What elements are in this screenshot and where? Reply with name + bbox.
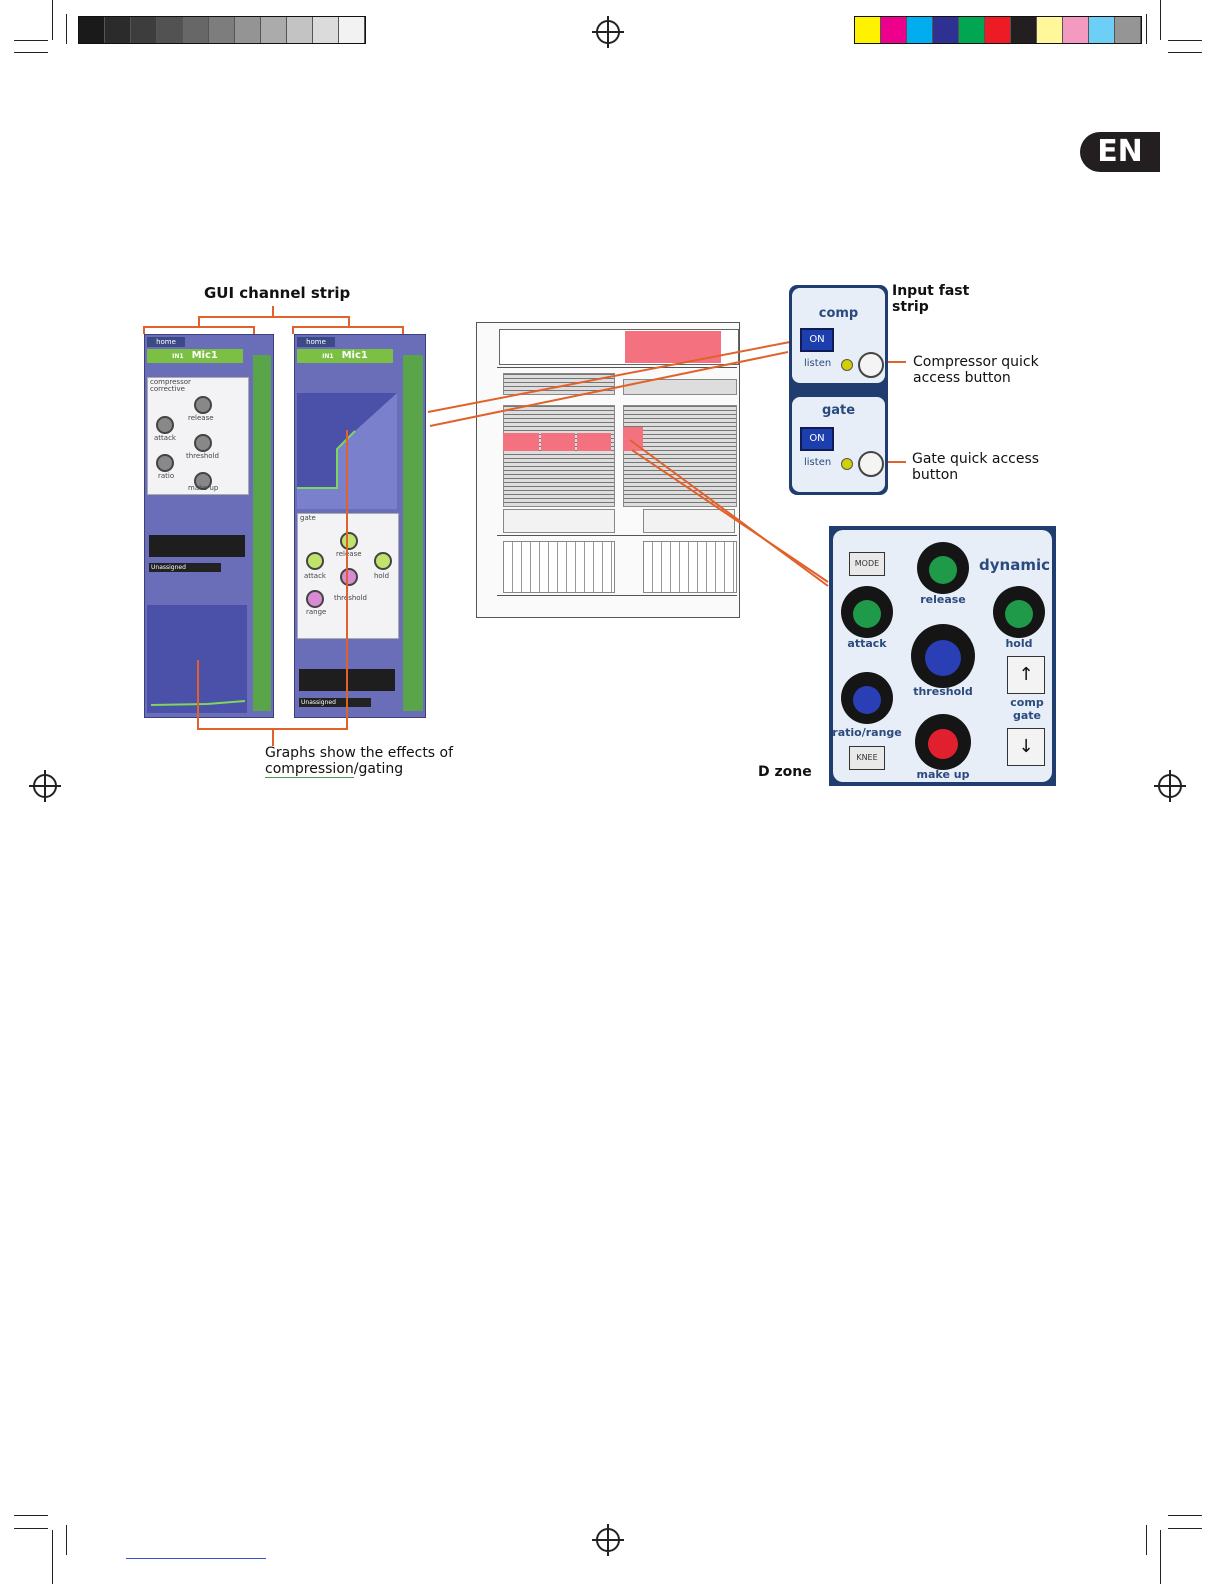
color-swatch xyxy=(1115,17,1141,43)
comp-quick-access-button[interactable] xyxy=(858,352,884,378)
graphs-caption: Graphs show the effects of compression/g… xyxy=(265,745,454,778)
dzone-panel: dynamic MODE release attack hold thresho… xyxy=(829,526,1056,786)
color-swatch xyxy=(209,17,235,43)
dzone-caption: D zone xyxy=(758,764,812,780)
arrow-up-icon: ↑ xyxy=(1018,664,1034,685)
color-swatch xyxy=(1011,17,1037,43)
arrow-down-icon: ↓ xyxy=(1018,736,1034,757)
threshold-knob[interactable] xyxy=(194,434,212,452)
color-swatch xyxy=(131,17,157,43)
hold-knob[interactable] xyxy=(993,586,1045,638)
color-swatch xyxy=(157,17,183,43)
registration-mark-icon xyxy=(1154,770,1186,802)
gate-listen-led xyxy=(841,458,853,470)
compressor-panel: compressor corrective release attack thr… xyxy=(147,377,249,495)
assign-label: Unassigned xyxy=(299,698,371,707)
release-knob[interactable] xyxy=(340,532,358,550)
comp-listen-led xyxy=(841,359,853,371)
comp-label: comp xyxy=(818,306,859,321)
fast-strip-title: Input fast strip xyxy=(892,283,970,315)
attack-knob[interactable] xyxy=(306,552,324,570)
gate-quick-access-button[interactable] xyxy=(858,451,884,477)
home-tab[interactable]: home xyxy=(297,337,335,347)
gate-label: gate xyxy=(821,403,856,418)
attack-knob[interactable] xyxy=(841,586,893,638)
dzone-title: dynamic xyxy=(979,556,1050,574)
registration-mark-icon xyxy=(592,16,624,48)
range-knob[interactable] xyxy=(306,590,324,608)
ratio-knob[interactable] xyxy=(156,454,174,472)
color-swatch xyxy=(287,17,313,43)
assign-label: Unassigned xyxy=(149,563,221,572)
gate-listen-label: listen xyxy=(804,457,832,468)
color-swatch xyxy=(881,17,907,43)
color-swatch xyxy=(959,17,985,43)
threshold-knob[interactable] xyxy=(340,568,358,586)
comp-on-button[interactable]: ON xyxy=(800,328,834,352)
registration-mark-icon xyxy=(29,770,61,802)
release-knob[interactable] xyxy=(917,542,969,594)
makeup-knob[interactable] xyxy=(194,472,212,490)
comp-gate-up-button[interactable]: ↑ xyxy=(1007,656,1045,694)
color-swatch xyxy=(79,17,105,43)
color-swatch xyxy=(183,17,209,43)
language-tab: EN xyxy=(1080,132,1160,172)
hold-knob[interactable] xyxy=(374,552,392,570)
gate-callout: Gate quick access button xyxy=(912,451,1040,483)
input-fast-strip: comp ON listen gate ON listen xyxy=(789,285,888,495)
makeup-knob[interactable] xyxy=(915,714,971,770)
comp-listen-label: listen xyxy=(804,358,832,369)
color-swatch xyxy=(855,17,881,43)
threshold-knob[interactable] xyxy=(911,624,975,688)
comp-gate-label: comp gate xyxy=(1010,696,1044,722)
gray-swatches xyxy=(78,16,366,44)
gate-panel: gate release attack hold threshold range xyxy=(297,513,399,639)
mode-button[interactable]: MODE xyxy=(849,552,885,576)
release-knob[interactable] xyxy=(194,396,212,414)
console-overview xyxy=(476,322,740,618)
gui-strip-title: GUI channel strip xyxy=(204,284,351,302)
registration-mark-icon xyxy=(592,1524,624,1556)
color-swatch xyxy=(235,17,261,43)
color-swatch xyxy=(1063,17,1089,43)
fast-strip-highlight xyxy=(503,433,539,451)
ratio-range-knob[interactable] xyxy=(841,672,893,724)
color-swatch xyxy=(261,17,287,43)
attack-knob[interactable] xyxy=(156,416,174,434)
color-swatches xyxy=(854,16,1142,44)
color-swatch xyxy=(1089,17,1115,43)
gate-on-button[interactable]: ON xyxy=(800,427,834,451)
color-swatch xyxy=(339,17,365,43)
color-swatch xyxy=(933,17,959,43)
comp-gate-down-button[interactable]: ↓ xyxy=(1007,728,1045,766)
color-swatch xyxy=(907,17,933,43)
knee-button[interactable]: KNEE xyxy=(849,746,885,770)
color-swatch xyxy=(105,17,131,43)
comp-callout: Compressor quick access button xyxy=(913,354,1039,386)
color-swatch xyxy=(1037,17,1063,43)
meter-display xyxy=(149,535,245,557)
color-swatch xyxy=(313,17,339,43)
home-tab[interactable]: home xyxy=(147,337,185,347)
color-swatch xyxy=(985,17,1011,43)
